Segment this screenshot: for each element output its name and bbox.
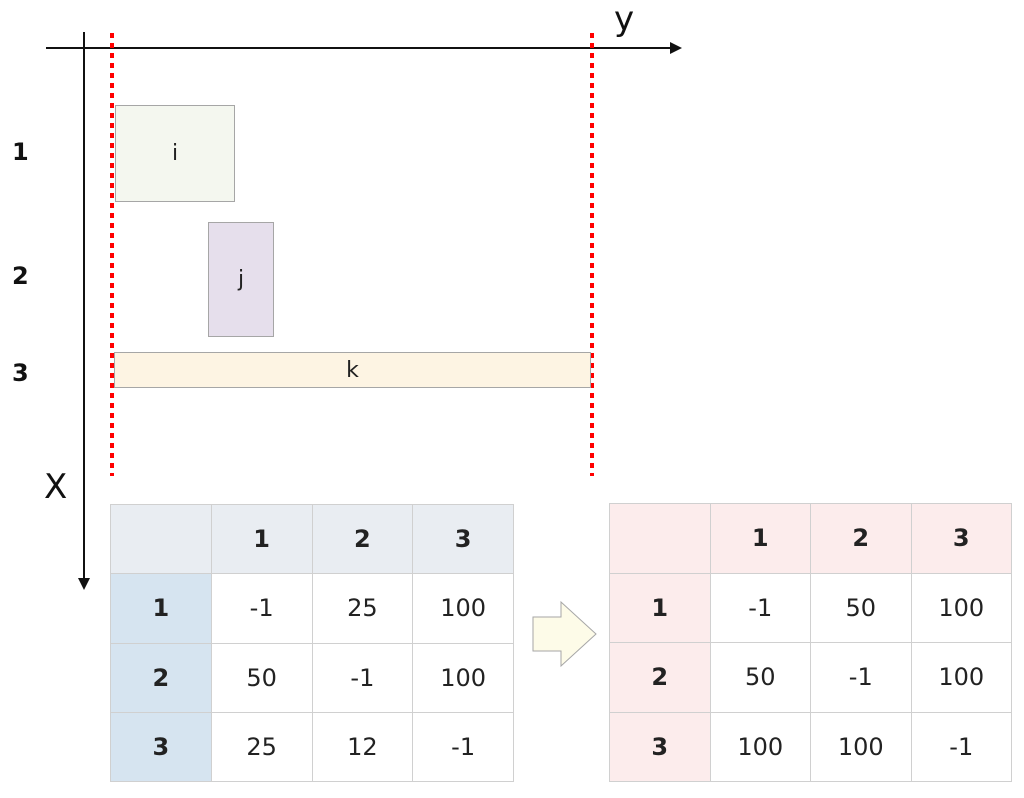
matrix-before-row-header: 1 (110, 573, 212, 644)
matrix-after-row: 3 100 100 -1 (609, 711, 1012, 782)
box-k-label: k (346, 357, 359, 383)
matrix-after-cell: 50 (810, 572, 912, 643)
matrix-before-row-header: 3 (110, 711, 212, 783)
matrix-after-col-header: 1 (709, 503, 811, 574)
x-axis-label: X (44, 467, 68, 507)
matrix-before-cell: -1 (210, 573, 313, 644)
box-k: k (114, 352, 591, 388)
box-j: j (208, 222, 274, 337)
matrix-before-cell: 100 (412, 642, 514, 713)
matrix-after: 1 2 3 1 -1 50 100 2 50 -1 100 3 100 100 … (609, 503, 1012, 782)
row-label-3: 3 (12, 359, 29, 387)
matrix-after-cell: -1 (709, 572, 811, 643)
matrix-after-cell: -1 (910, 711, 1012, 782)
matrix-after-cell: 100 (709, 711, 811, 782)
matrix-after-col-header: 3 (910, 503, 1012, 574)
matrix-before-cell: 25 (311, 573, 414, 644)
matrix-before-cell: 25 (210, 711, 313, 783)
matrix-after-row-header: 1 (609, 572, 711, 643)
box-i: i (115, 105, 235, 202)
matrix-before-cell: 12 (311, 711, 414, 783)
row-label-1: 1 (12, 138, 29, 166)
matrix-after-row-header: 3 (609, 711, 711, 782)
matrix-before-row-header: 2 (110, 642, 212, 713)
matrix-before-row: 2 50 -1 100 (110, 642, 514, 713)
matrix-after-corner (609, 503, 711, 574)
matrix-before-cell: -1 (311, 642, 414, 713)
box-i-label: i (171, 141, 179, 166)
matrix-before-cell: 50 (210, 642, 313, 713)
matrix-after-cell: 100 (910, 642, 1012, 713)
matrix-before-row: 3 25 12 -1 (110, 711, 514, 783)
transform-arrow (532, 600, 597, 668)
matrix-before: 1 2 3 1 -1 25 100 2 50 -1 100 3 25 12 -1 (110, 503, 514, 783)
matrix-before-col-header: 3 (412, 503, 514, 575)
row-label-2: 2 (12, 262, 29, 290)
matrix-before-corner (110, 503, 212, 575)
matrix-after-row: 2 50 -1 100 (609, 642, 1012, 713)
matrix-after-cell: 100 (910, 572, 1012, 643)
box-j-label: j (237, 267, 245, 292)
matrix-after-cell: 100 (810, 711, 912, 782)
matrix-before-col-header: 2 (311, 503, 414, 575)
matrix-after-row-header: 2 (609, 642, 711, 713)
matrix-after-header-row: 1 2 3 (609, 503, 1012, 574)
matrix-before-row: 1 -1 25 100 (110, 573, 514, 644)
matrix-before-header-row: 1 2 3 (110, 503, 514, 575)
y-axis-label: y (614, 0, 635, 39)
matrix-before-cell: 100 (412, 573, 514, 644)
matrix-after-row: 1 -1 50 100 (609, 572, 1012, 643)
matrix-after-cell: 50 (709, 642, 811, 713)
matrix-before-col-header: 1 (210, 503, 313, 575)
matrix-after-col-header: 2 (810, 503, 912, 574)
matrix-after-cell: -1 (810, 642, 912, 713)
matrix-before-cell: -1 (412, 711, 514, 783)
